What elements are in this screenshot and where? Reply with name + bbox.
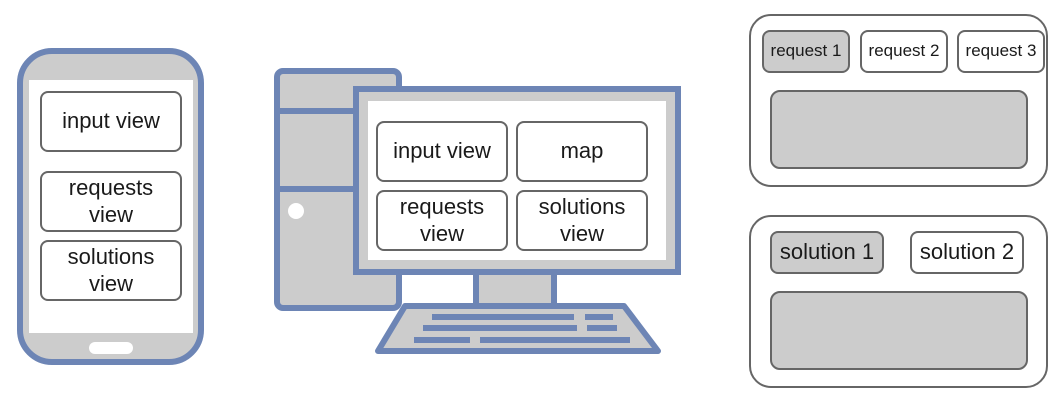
phone-requests-view-label: requests view [68,175,154,227]
request-tab-1[interactable]: request 1 [762,30,850,73]
desktop-input-view-label: input view [393,138,491,164]
solution-content-area [770,291,1028,370]
desktop-map-view-label: map [560,138,604,164]
power-button-icon [288,203,304,219]
keyboard-icon [375,303,661,354]
phone-solutions-view[interactable]: solutions view [40,240,182,301]
phone-solutions-view-label: solutions view [67,244,155,296]
phone-input-view[interactable]: input view [40,91,182,152]
request-tab-1-label: request 1 [770,41,842,61]
desktop-solutions-view-label: solutions view [538,194,626,246]
request-tab-2-label: request 2 [868,41,940,61]
request-content-area [770,90,1028,169]
desktop-map-view[interactable]: map [516,121,648,182]
phone-input-view-label: input view [62,108,160,134]
desktop-requests-view[interactable]: requests view [376,190,508,251]
desktop-input-view[interactable]: input view [376,121,508,182]
desktop-solutions-view[interactable]: solutions view [516,190,648,251]
solution-tab-1[interactable]: solution 1 [770,231,884,274]
request-tab-3[interactable]: request 3 [957,30,1045,73]
request-tab-2[interactable]: request 2 [860,30,948,73]
request-tab-3-label: request 3 [965,41,1037,61]
solution-tab-2-label: solution 2 [919,239,1015,265]
phone-requests-view[interactable]: requests view [40,171,182,232]
phone-home-button [89,342,133,354]
solution-tab-2[interactable]: solution 2 [910,231,1024,274]
desktop-requests-view-label: requests view [399,194,485,246]
solution-tab-1-label: solution 1 [779,239,875,265]
